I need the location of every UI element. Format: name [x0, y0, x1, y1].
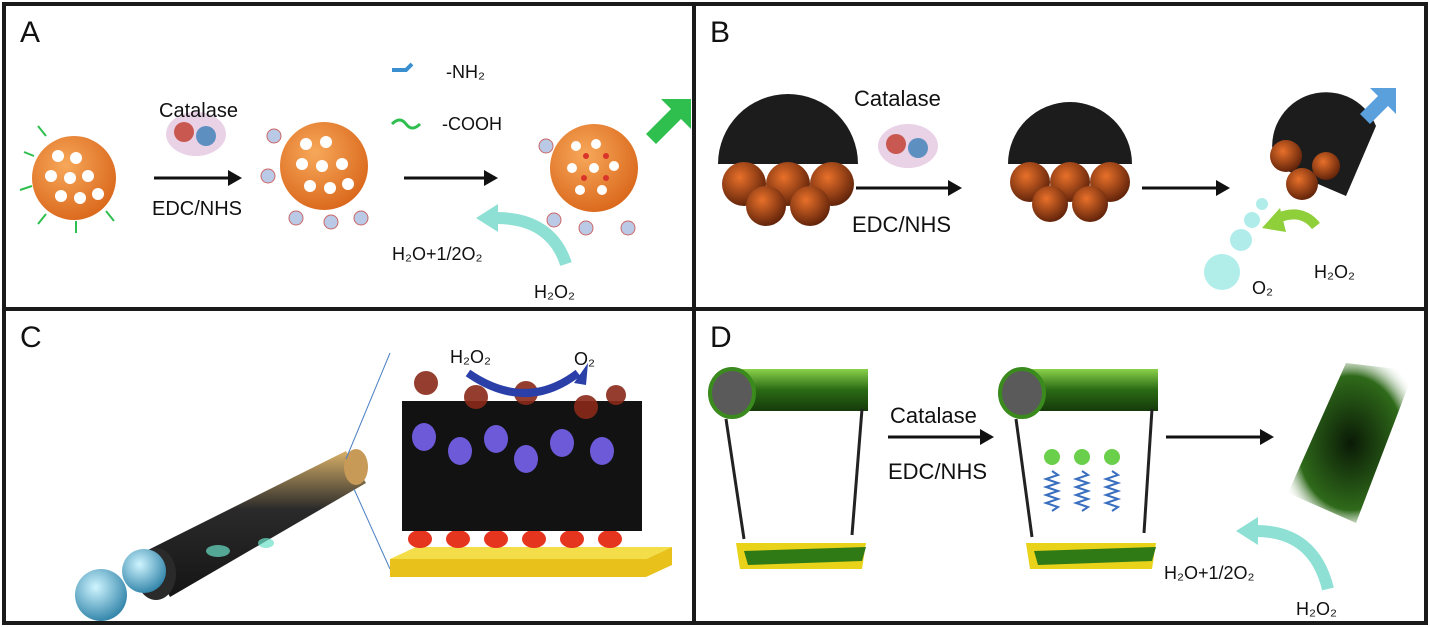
substrate-label: H₂O₂ — [534, 282, 575, 302]
oxygen-bubbles-icon — [75, 549, 166, 621]
loaded-particle-icon — [538, 124, 638, 236]
legend-cooh: -COOH — [442, 114, 502, 134]
product-label: H₂O+1/2O₂ — [1164, 563, 1255, 583]
panel-a: A — [2, 2, 696, 311]
panel-d: D — [692, 307, 1428, 625]
panel-c-drawing — [75, 352, 672, 621]
panel-a-drawing — [19, 62, 691, 267]
enzyme-surface-icon — [390, 371, 672, 577]
motion-arrow-icon — [646, 99, 691, 144]
substrate-label: H₂O₂ — [1314, 262, 1355, 282]
panel-c: C — [2, 307, 696, 625]
cooh-linker-icon — [390, 118, 422, 130]
substrate-label: H₂O₂ — [450, 347, 491, 367]
reaction-arrow-icon — [465, 369, 581, 397]
panel-d-drawing — [708, 363, 1414, 591]
panel-b: B — [692, 2, 1428, 311]
moving-nanotube-icon — [1288, 363, 1414, 523]
catalase-label: Catalase — [890, 403, 977, 428]
catalase-protein-icon — [166, 112, 226, 156]
rolled-nanotube-icon — [708, 367, 868, 569]
moving-janus-particle-icon — [1270, 92, 1376, 200]
o2-label: O₂ — [574, 349, 595, 369]
catalase-label: Catalase — [159, 100, 238, 122]
motion-arrow-icon — [1360, 88, 1396, 124]
mesoporous-particle-icon — [19, 125, 116, 233]
catalase-janus-particle-icon — [1008, 102, 1132, 222]
nh2-linker-icon — [392, 62, 414, 72]
panel-letter: D — [710, 321, 732, 354]
reagent-label: EDC/NHS — [152, 198, 243, 220]
o2-label: O₂ — [1252, 278, 1273, 298]
catalase-coated-particle-icon — [260, 122, 369, 230]
panel-letter: B — [710, 16, 731, 49]
microtube-icon — [136, 449, 368, 600]
catalase-nanotube-icon — [998, 367, 1158, 569]
oxygen-bubbles-icon — [1204, 198, 1268, 290]
reagent-label: EDC/NHS — [852, 212, 952, 237]
reaction-arrow-icon — [495, 212, 572, 267]
catalase-protein-icon — [878, 124, 938, 168]
panel-b-drawing — [718, 88, 1396, 290]
legend-nh2: -NH₂ — [446, 62, 485, 82]
product-label: H₂O+1/2O₂ — [392, 244, 483, 264]
reaction-arrow-icon — [1255, 525, 1334, 591]
substrate-label: H₂O₂ — [1296, 599, 1337, 619]
catalase-label: Catalase — [854, 86, 941, 111]
panel-letter: A — [20, 16, 41, 49]
panel-letter: C — [20, 321, 42, 354]
reagent-label: EDC/NHS — [888, 459, 988, 484]
janus-particle-icon — [718, 94, 858, 226]
